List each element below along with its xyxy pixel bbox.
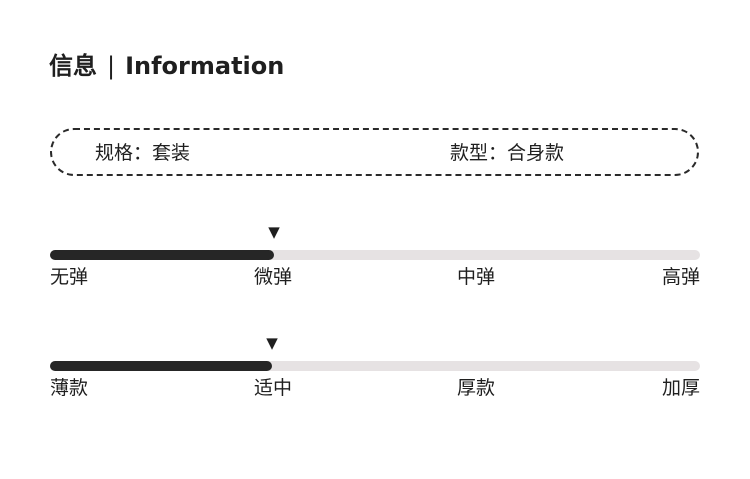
title-english: Information [125, 52, 285, 80]
thickness-option-thick: 厚款 [457, 377, 496, 399]
elasticity-marker-icon: ▼ [268, 223, 280, 241]
spec-size-label: 规格：套装 [95, 142, 191, 164]
elasticity-option-slight: 微弹 [254, 266, 293, 288]
elasticity-option-medium: 中弹 [457, 266, 496, 288]
page-title: 信息 | Information [49, 50, 284, 82]
thickness-option-thin: 薄款 [50, 377, 89, 399]
elasticity-track [50, 250, 700, 260]
elasticity-option-high: 高弹 [661, 266, 700, 288]
spec-fit-label: 款型：合身款 [450, 142, 565, 164]
thickness-track [50, 361, 700, 371]
thickness-marker-icon: ▼ [266, 334, 278, 352]
spec-info-box: 规格：套装 款型：合身款 [50, 128, 699, 176]
elasticity-labels: 无弹 微弹 中弹 高弹 [50, 265, 700, 291]
elasticity-fill [50, 250, 274, 260]
title-chinese: 信息 [49, 52, 97, 80]
thickness-option-extra-thick: 加厚 [661, 377, 700, 399]
elasticity-option-none: 无弹 [50, 266, 89, 288]
thickness-option-moderate: 适中 [254, 377, 293, 399]
title-separator: | [107, 52, 116, 80]
thickness-labels: 薄款 适中 厚款 加厚 [50, 376, 700, 402]
thickness-fill [50, 361, 272, 371]
